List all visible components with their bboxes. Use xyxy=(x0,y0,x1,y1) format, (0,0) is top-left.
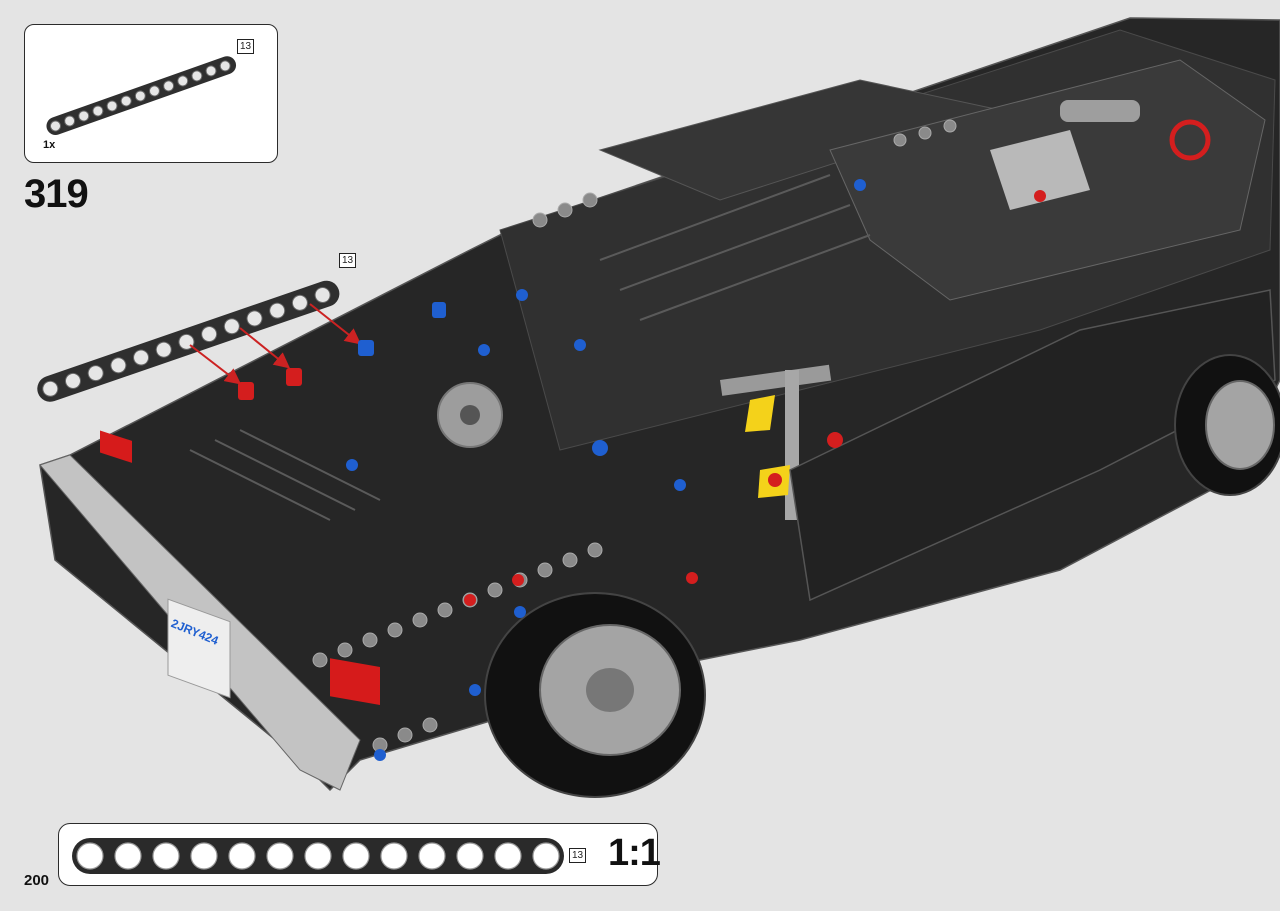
part-quantity: 1x xyxy=(43,139,56,151)
part-length-tag: 13 xyxy=(237,39,255,54)
beam-13-new xyxy=(37,280,340,402)
scale-label: 1:1 xyxy=(608,832,661,874)
step-number: 319 xyxy=(24,172,89,216)
page-number: 200 xyxy=(24,872,50,889)
scale-ruler: 13 1:1 xyxy=(58,823,661,886)
beam-13-illustration xyxy=(46,56,237,135)
car-body xyxy=(39,17,1280,798)
target-pins xyxy=(238,302,446,400)
ruler-beam xyxy=(72,838,564,874)
front-wheel xyxy=(484,592,706,798)
rear-wheel xyxy=(1174,354,1280,496)
step-beam-length-tag: 13 xyxy=(339,253,357,268)
ruler-length-tag: 13 xyxy=(569,848,587,863)
insertion-arrows xyxy=(189,303,362,385)
build-scene xyxy=(37,17,1280,798)
parts-callout: 13 1x xyxy=(24,24,278,163)
